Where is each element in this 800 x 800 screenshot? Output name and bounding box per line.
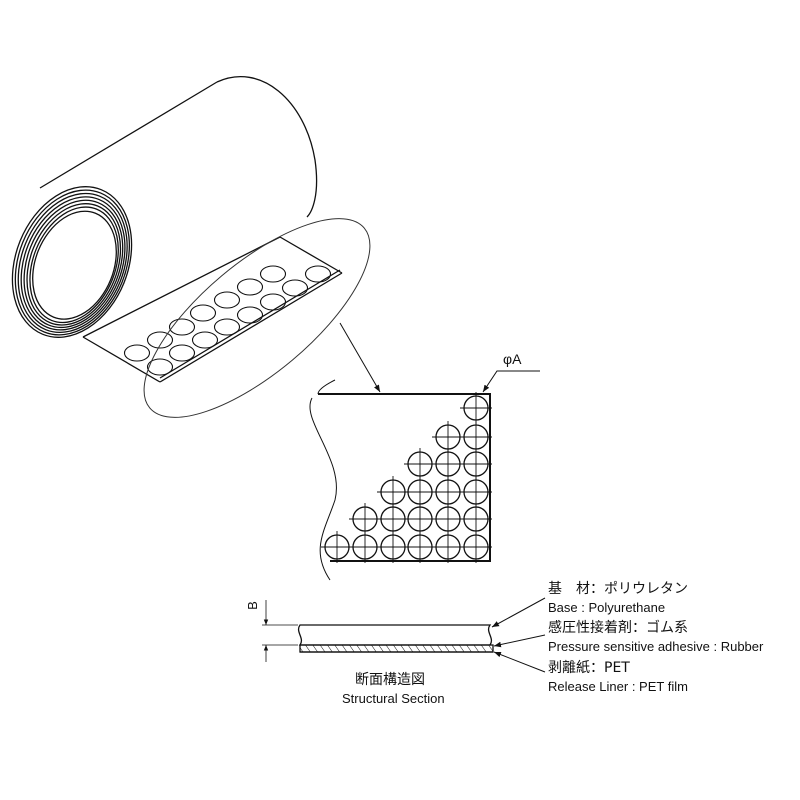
thickness-dimension-label: B [244,601,260,610]
detail-view [309,379,492,581]
dot-grid [321,392,492,563]
diameter-label: φA [503,351,522,367]
section-title-en: Structural Section [342,691,445,706]
diameter-leader [482,370,540,393]
liner-label-jp: 剥離紙：PET [548,660,630,676]
base-label-en: Base : Polyurethane [548,600,666,615]
strip-dots [123,265,332,376]
detail-callout-ellipse [143,218,371,418]
unrolled-strip [82,236,343,383]
adhesive-label-jp: 感圧性接着剤：ゴム系 [548,620,688,636]
base-label-jp: 基 材：ポリウレタン [548,581,688,597]
tape-roll [11,76,343,383]
section-title-jp: 断面構造図 [355,672,425,688]
liner-label-en: Release Liner : PET film [548,679,688,694]
adhesive-label-en: Pressure sensitive adhesive : Rubber [548,639,764,654]
roll-end-rings [11,186,133,338]
detail-leader [339,322,381,393]
cross-section [262,597,546,673]
